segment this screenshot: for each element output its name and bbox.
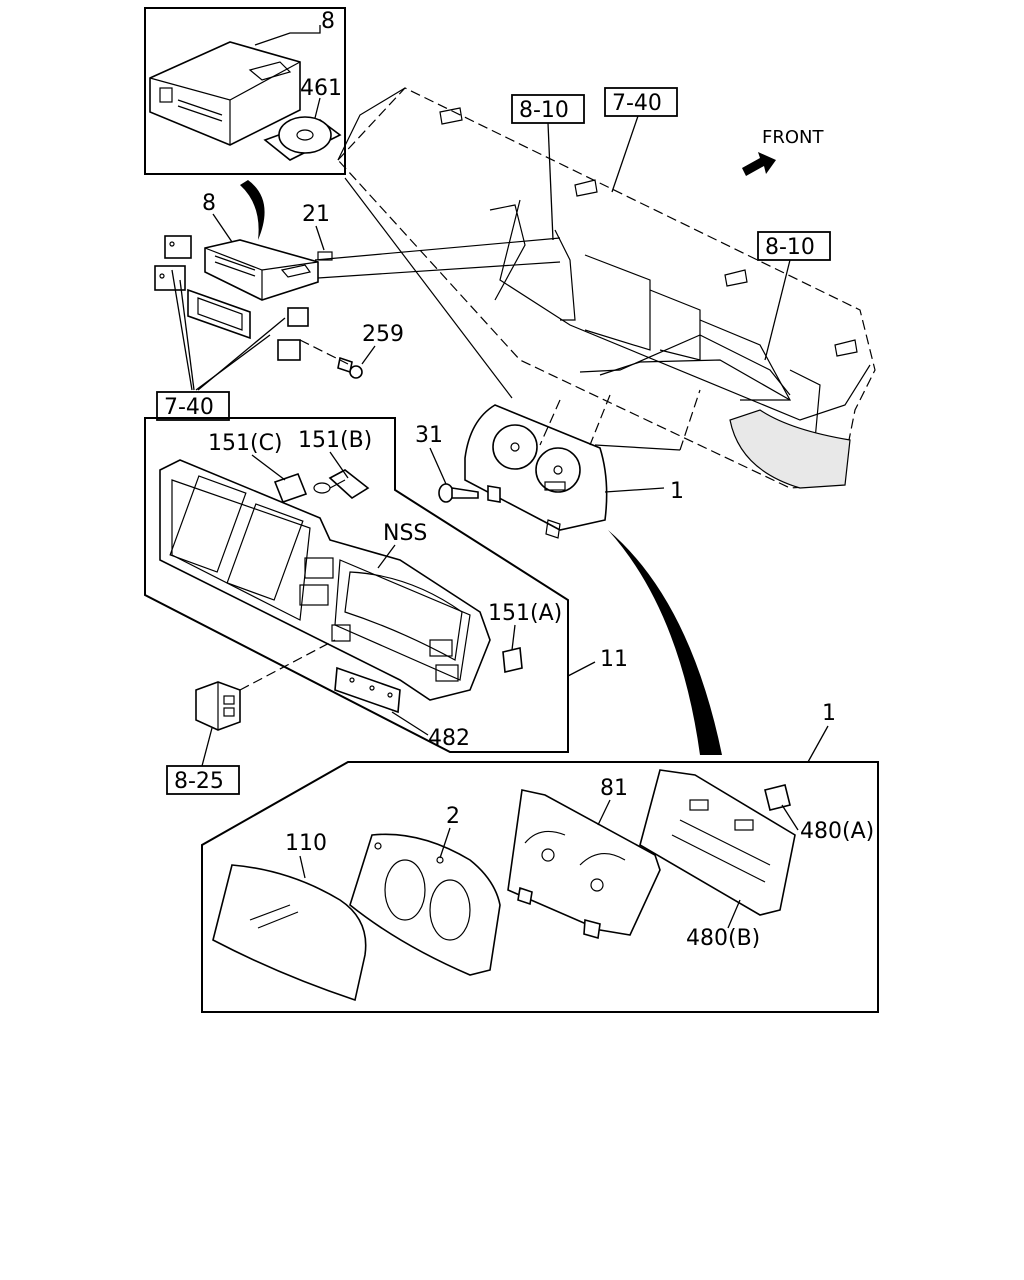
ref-7-40-left: 7-40	[164, 395, 214, 420]
label-1-exploded: 1	[822, 701, 836, 726]
disc-461	[263, 116, 342, 161]
audio-unit	[204, 239, 319, 301]
harness-21	[314, 237, 561, 279]
instrument-panel	[337, 87, 876, 489]
label-2: 2	[446, 804, 460, 829]
label-480a: 480(A)	[800, 819, 874, 844]
label-151a: 151(A)	[488, 601, 562, 626]
label-nss: NSS	[383, 521, 427, 546]
switch-151b	[313, 469, 370, 499]
label-482: 482	[428, 726, 470, 751]
ref-8-25: 8-25	[174, 769, 224, 794]
screw-259	[299, 339, 363, 379]
lens-110	[212, 864, 367, 1002]
exploded-meter-inset	[201, 761, 879, 1013]
label-259: 259	[362, 322, 404, 347]
label-8-inset: 8	[321, 9, 335, 34]
ref-8-10-top: 8-10	[519, 98, 569, 123]
dial-81	[507, 789, 661, 940]
label-461: 461	[300, 76, 342, 101]
label-81: 81	[600, 776, 628, 801]
circuit-board-480	[639, 769, 796, 916]
label-31: 31	[415, 423, 443, 448]
mounting-brackets	[154, 235, 309, 361]
lower-panel	[729, 409, 851, 489]
audio-unit-inset	[144, 7, 346, 175]
cluster-panel-inset	[144, 417, 569, 753]
screw-31	[438, 483, 501, 503]
meter-assembly	[464, 389, 701, 539]
label-8: 8	[202, 191, 216, 216]
ref-box-8-10-right[interactable]	[757, 231, 831, 261]
label-1-meter: 1	[670, 479, 684, 504]
label-480b: 480(B)	[686, 926, 760, 951]
ref-box-8-25[interactable]	[166, 765, 240, 795]
bezel-2	[349, 833, 501, 976]
connector-480a	[764, 784, 791, 811]
label-21: 21	[302, 202, 330, 227]
ref-8-10-right: 8-10	[765, 235, 815, 260]
label-151c: 151(C)	[208, 431, 283, 456]
front-arrow-icon	[742, 152, 776, 176]
label-110: 110	[285, 831, 327, 856]
ref-box-8-10-top[interactable]	[511, 94, 585, 124]
label-151b: 151(B)	[298, 428, 372, 453]
plate-482	[334, 666, 401, 714]
ref-7-40-top: 7-40	[612, 91, 662, 116]
front-label: FRONT	[762, 127, 824, 148]
switch-151a	[502, 647, 523, 673]
inset-arrow-arc	[240, 180, 265, 240]
switch-module-8-25	[195, 639, 336, 731]
ref-box-7-40-top[interactable]	[604, 87, 678, 117]
label-11: 11	[600, 647, 628, 672]
explode-arrow-arc	[608, 530, 722, 755]
ref-box-7-40-left[interactable]	[156, 391, 230, 421]
switch-151c	[273, 472, 308, 504]
